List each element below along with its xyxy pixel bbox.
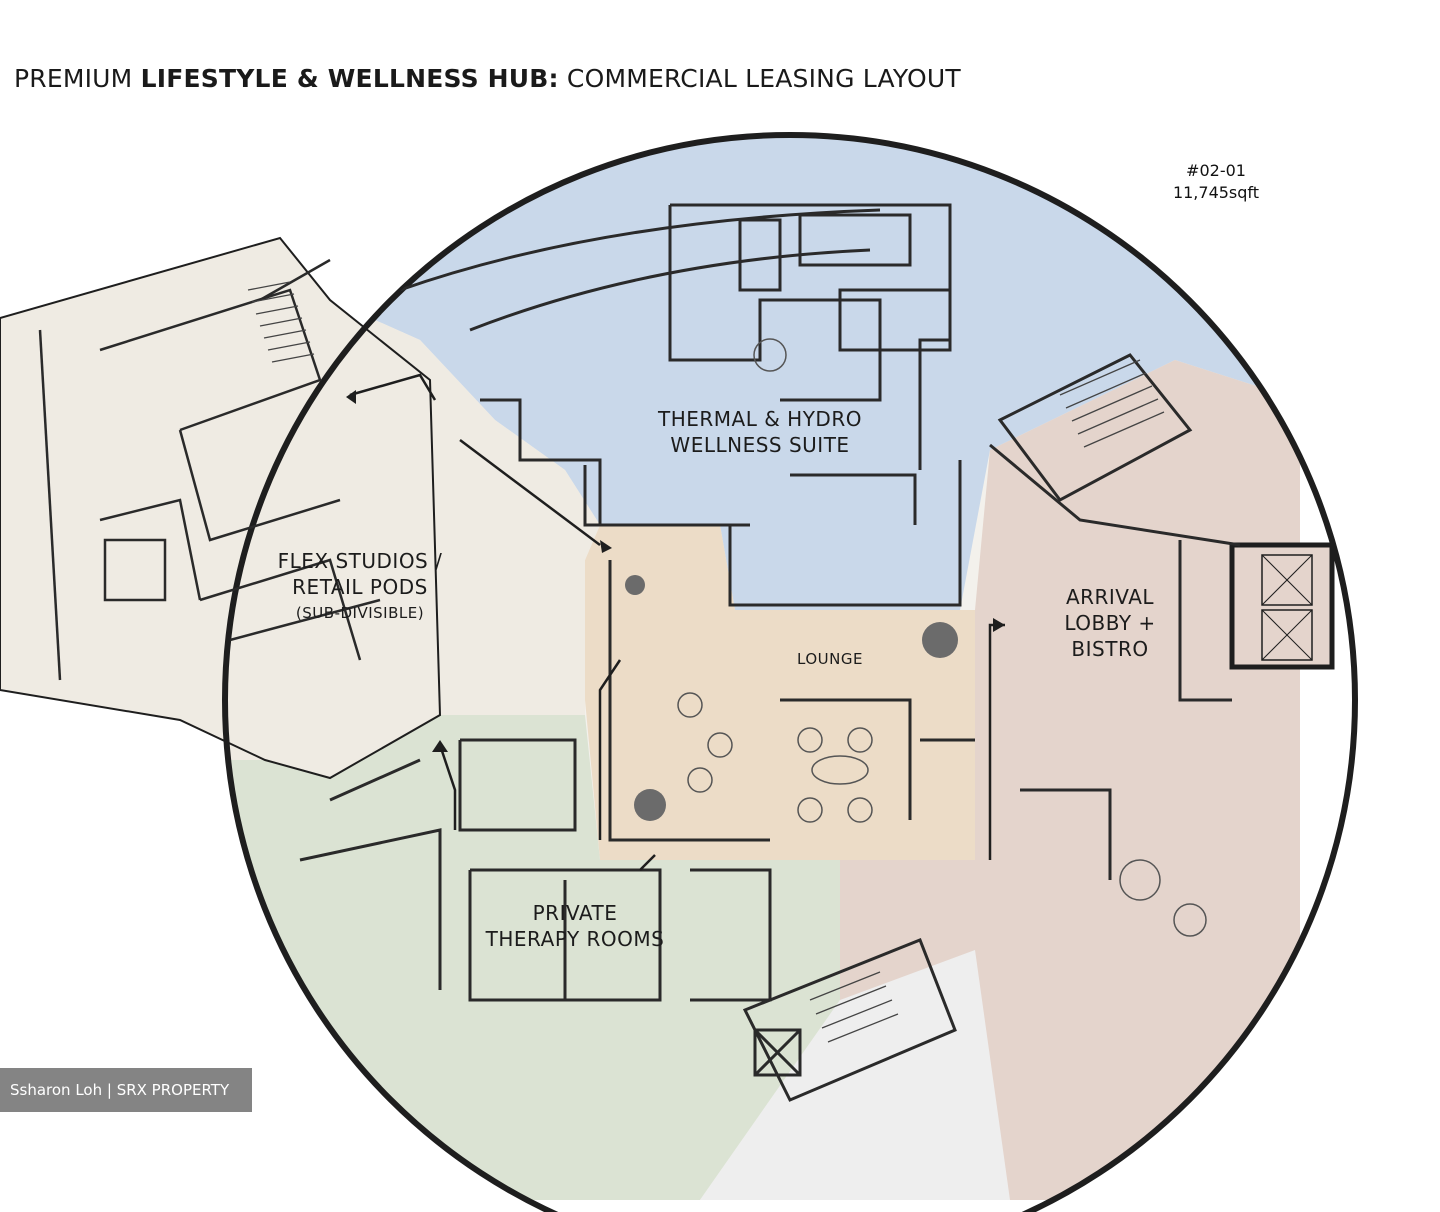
unit-info: #02-01 11,745sqft bbox=[1166, 160, 1266, 204]
therapy-label-line1: PRIVATE bbox=[532, 901, 618, 925]
flex-label-line2: RETAIL PODS bbox=[292, 575, 428, 599]
arrival-lobby-label: ARRIVAL LOBBY + BISTRO bbox=[1030, 584, 1190, 662]
plan-title: PREMIUM LIFESTYLE & WELLNESS HUB: COMMER… bbox=[14, 64, 961, 93]
lounge-label-text: LOUNGE bbox=[797, 650, 863, 668]
flex-label-line1: FLEX STUDIOS / bbox=[277, 549, 443, 573]
thermal-label-line1: THERMAL & HYDRO bbox=[658, 407, 862, 431]
unit-number: #02-01 bbox=[1186, 161, 1246, 180]
thermal-label-line2: WELLNESS SUITE bbox=[670, 433, 850, 457]
arrival-label-line3: BISTRO bbox=[1071, 637, 1149, 661]
arrival-label-line2: LOBBY + bbox=[1064, 611, 1156, 635]
lounge-zone bbox=[585, 525, 975, 860]
thermal-suite-label: THERMAL & HYDRO WELLNESS SUITE bbox=[630, 406, 890, 458]
stair-zone-south bbox=[700, 950, 1010, 1200]
unit-area: 11,745sqft bbox=[1172, 183, 1260, 202]
thermal-zone bbox=[330, 135, 1300, 610]
therapy-label-line2: THERAPY ROOMS bbox=[485, 927, 665, 951]
flex-studios-label: FLEX STUDIOS / RETAIL PODS (SUB-DIVISIBL… bbox=[240, 548, 480, 626]
east-core bbox=[1229, 542, 1335, 670]
building-outline bbox=[222, 132, 1358, 1212]
flex-label-line3: (SUB-DIVISIBLE) bbox=[295, 604, 425, 622]
lounge-label: LOUNGE bbox=[770, 646, 890, 672]
arrival-label-line1: ARRIVAL bbox=[1065, 585, 1155, 609]
watermark: Ssharon Loh | SRX PROPERTY bbox=[0, 1068, 252, 1112]
therapy-rooms-label: PRIVATE THERAPY ROOMS bbox=[460, 900, 690, 952]
